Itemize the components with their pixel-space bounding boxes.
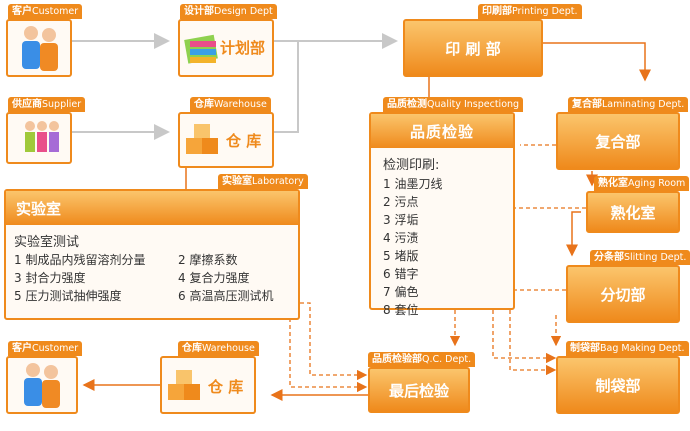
design-tab: 设计部Design Dept	[180, 4, 277, 19]
bagmaking-node[interactable]: 制袋部	[556, 356, 680, 414]
dash-lab-to-qc	[300, 302, 368, 381]
warehouse-bottom-tab: 仓库Warehouse	[178, 341, 259, 356]
customer-top-node[interactable]	[6, 19, 72, 77]
lab-item: 1 制成品内残留溶剂分量	[14, 253, 146, 267]
slitting-node[interactable]: 分切部	[566, 265, 680, 323]
laminating-label: 复合部	[595, 132, 641, 151]
people-icon	[24, 363, 60, 408]
warehouse-bottom-node[interactable]: 仓 库	[160, 356, 256, 414]
warehouse-top-label: 仓 库	[226, 132, 262, 150]
printing-tab: 印刷部Printing Dept.	[478, 4, 582, 19]
warehouse-top-tab: 仓库Warehouse	[190, 97, 271, 112]
quality-item: 6 错字	[383, 267, 419, 281]
printing-label: 印 刷 部	[445, 39, 501, 58]
people-icon	[22, 26, 58, 71]
qc-label: 最后检验	[388, 381, 449, 400]
laboratory-list-title: 实验室测试	[14, 235, 80, 250]
aging-node[interactable]: 熟化室	[586, 191, 680, 233]
quality-list-title: 检测印刷:	[383, 158, 440, 173]
design-tools-icon	[184, 34, 218, 64]
lab-item: 6 高温高压测试机	[178, 289, 274, 303]
lab-item: 4 复合力强度	[178, 271, 250, 285]
dash-quality-to-bag	[509, 310, 557, 376]
laminating-node[interactable]: 复合部	[556, 112, 680, 170]
link-warehouse-to-laboratory	[185, 168, 218, 191]
lab-item: 2 摩擦系数	[178, 253, 238, 267]
quality-item: 5 堵版	[383, 249, 419, 263]
dash-quality-to-bag-b	[492, 310, 557, 364]
boxes-icon	[168, 370, 200, 400]
slitting-label: 分切部	[600, 285, 646, 304]
supplier-tab: 供应商Supplier	[8, 97, 86, 112]
customer-bottom-tab: 客户Customer	[8, 341, 83, 356]
customer-top-tab: 客户Customer	[8, 4, 83, 19]
quality-tab: 品质检测Quality Inspectiong	[383, 97, 524, 112]
laboratory-node[interactable]: 实验室 实验室测试 1 制成品内残留溶剂分量 2 摩擦系数 3 封合力强度 4 …	[4, 189, 300, 320]
customer-bottom-node[interactable]	[6, 356, 78, 414]
aging-label: 熟化室	[610, 203, 656, 222]
boxes-icon	[186, 124, 218, 154]
arrow-warehouse-to-design	[274, 41, 299, 133]
supplier-node[interactable]	[6, 112, 72, 164]
aging-tab: 熟化室Aging Room	[594, 176, 690, 191]
lab-item: 5 压力测试抽伸强度	[14, 289, 122, 303]
supplier-group-icon	[25, 121, 59, 152]
quality-item: 1 油墨刀线	[383, 177, 443, 191]
quality-item: 3 浮垢	[383, 213, 419, 227]
bagmaking-tab: 制袋部Bag Making Dept.	[566, 341, 689, 356]
quality-item: 2 污点	[383, 195, 419, 209]
quality-item: 8 套位	[383, 303, 419, 317]
arrow-aging-to-slitting	[566, 211, 581, 257]
laboratory-header: 实验室	[6, 191, 298, 225]
quality-item: 7 偏色	[383, 285, 419, 299]
quality-node[interactable]: 品质检验 检测印刷: 1 油墨刀线 2 污点 3 浮垢 4 污渍 5 堵版 6 …	[369, 112, 515, 317]
warehouse-top-node[interactable]: 仓 库	[178, 112, 274, 168]
slitting-tab: 分条部Slitting Dept.	[590, 250, 690, 265]
arrow-printing-to-laminating	[543, 42, 651, 82]
bagmaking-label: 制袋部	[595, 376, 641, 395]
quality-header: 品质检验	[371, 114, 513, 148]
qc-node[interactable]: 最后检验	[368, 367, 470, 413]
dash-lab-to-qc-b	[289, 318, 368, 393]
printing-node[interactable]: 印 刷 部	[403, 19, 543, 77]
warehouse-bottom-label: 仓 库	[208, 378, 244, 396]
laboratory-tab: 实验室Laboratory	[218, 174, 308, 189]
lab-item: 3 封合力强度	[14, 271, 86, 285]
qc-tab: 品质检验部Q.C. Dept.	[368, 352, 476, 367]
design-label: 计划部	[220, 39, 266, 57]
laminating-tab: 复合部Laminating Dept.	[568, 97, 689, 112]
design-node[interactable]: 计划部	[178, 19, 274, 77]
quality-item: 4 污渍	[383, 231, 419, 245]
